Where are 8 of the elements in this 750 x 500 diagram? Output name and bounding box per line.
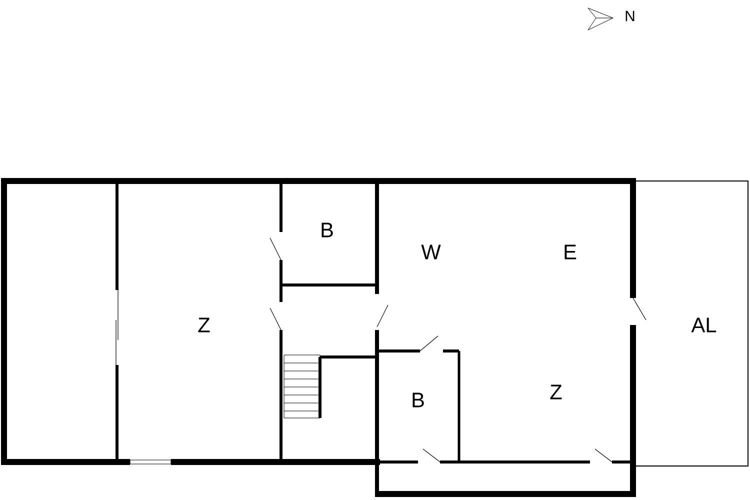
compass-label: N bbox=[626, 10, 634, 22]
room-label: B bbox=[412, 392, 424, 408]
room-label: AL bbox=[691, 318, 716, 332]
room-label: E bbox=[564, 244, 576, 260]
room-label: Z bbox=[550, 384, 562, 400]
room-label: W bbox=[421, 244, 441, 260]
room-label: Z bbox=[198, 318, 210, 332]
room-label: B bbox=[322, 222, 333, 238]
